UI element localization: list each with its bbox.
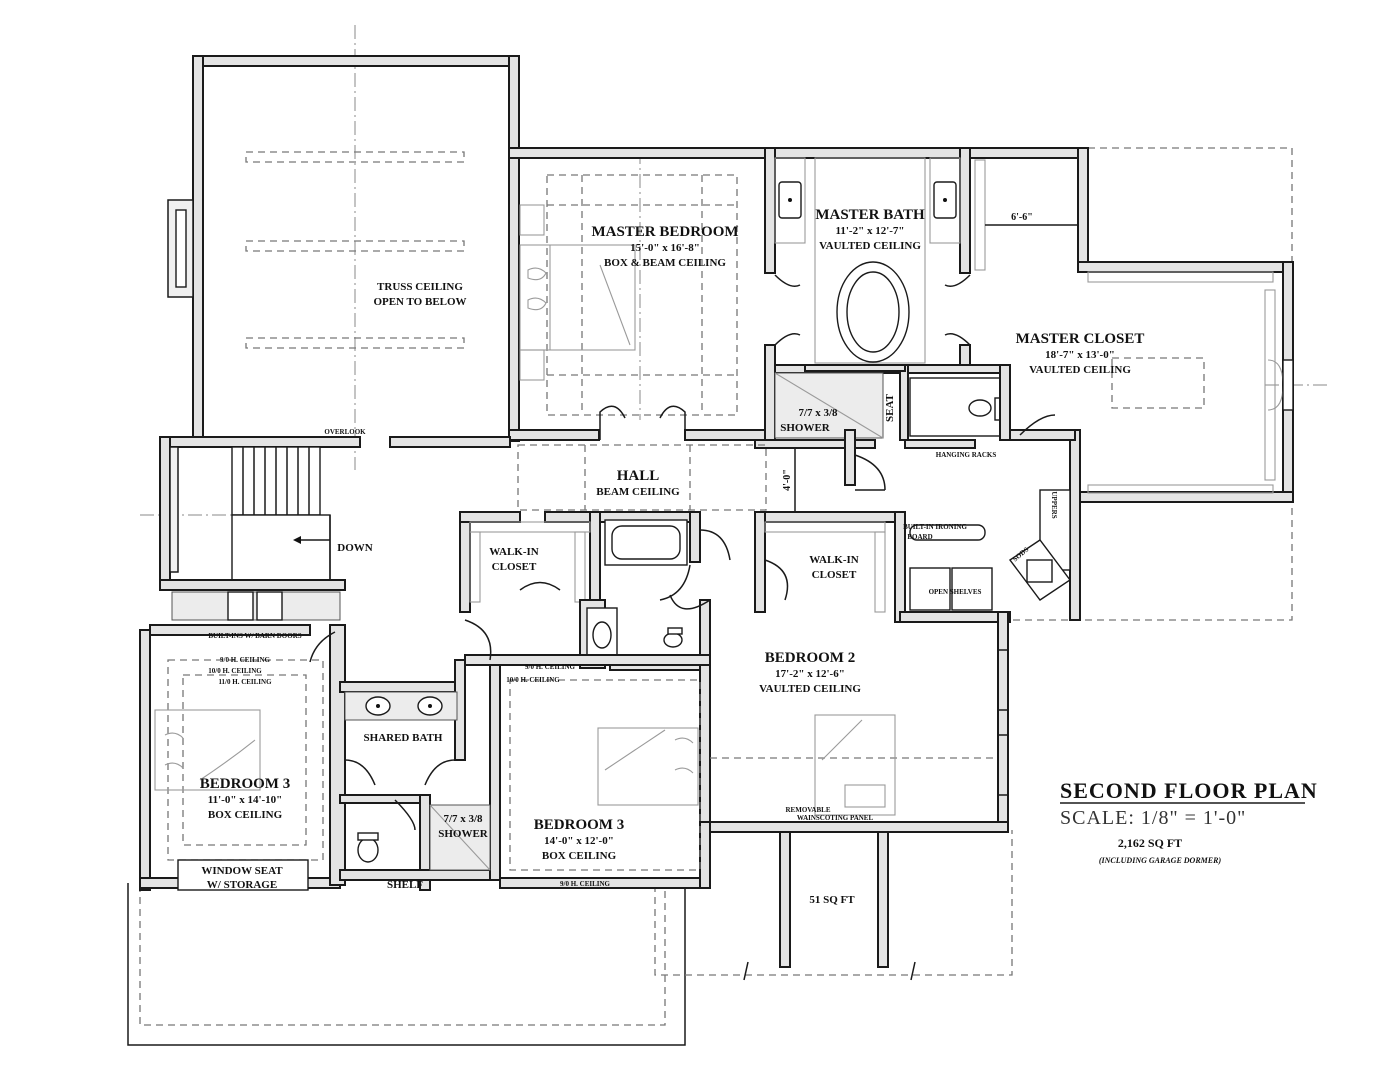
uppers-note: UPPERS: [1050, 491, 1058, 518]
plan-title: SECOND FLOOR PLAN: [1060, 778, 1318, 803]
truss-area: [167, 55, 520, 442]
shower-shared-line1: 7/7 x 3/8: [443, 813, 483, 825]
seat-note: SEAT: [884, 393, 896, 422]
hall-name: HALL: [617, 468, 660, 484]
shower-master-line2: SHOWER: [780, 422, 831, 434]
walkin-1-line2: CLOSET: [492, 561, 537, 573]
room-labels: TRUSS CEILING OPEN TO BELOW MASTER BEDRO…: [200, 207, 1145, 906]
shared-bath-walls: [339, 659, 501, 891]
bedroom3-left-size: 11'-0" x 14'-10": [208, 794, 283, 806]
shared-bath-name: SHARED BATH: [364, 732, 443, 744]
master-bath-ceiling: VAULTED CEILING: [819, 240, 921, 252]
closet-dimension: 6'-6": [1011, 212, 1033, 223]
plan-scale: SCALE: 1/8" = 1'-0": [1060, 807, 1246, 829]
plan-area-note: (INCLUDING GARAGE DORMER): [1099, 856, 1222, 865]
hall-dimension: 4'-0": [782, 469, 793, 491]
ironing-note-2: BOARD: [907, 533, 932, 541]
walkin-closet-1-walls: [459, 511, 731, 671]
bedroom3-center-walls: [464, 619, 711, 889]
plan-area: 2,162 SQ FT: [1118, 836, 1182, 850]
walkin-1-line1: WALK-IN: [489, 546, 539, 558]
roof-outlines: [127, 147, 1293, 1046]
bedroom3-left-ceiling: BOX CEILING: [208, 809, 283, 821]
walkin-2-line2: CLOSET: [812, 569, 857, 581]
bedroom3-center-size: 14'-0" x 12'-0": [544, 835, 614, 847]
master-bedroom-walls: [508, 147, 776, 441]
overlook-note: OVERLOOK: [324, 428, 366, 436]
master-closet-name: MASTER CLOSET: [1016, 331, 1145, 347]
bedroom3-left-name: BEDROOM 3: [200, 776, 290, 792]
master-bedroom-size: 15'-0" x 16'-8": [630, 242, 700, 254]
walkin-closet-2-walls: [754, 489, 1072, 833]
bedroom2-size: 17'-2" x 12'-6": [775, 668, 845, 680]
bedroom3-center-name: BEDROOM 3: [534, 817, 624, 833]
master-closet-ceiling: VAULTED CEILING: [1029, 364, 1131, 376]
master-bath-size: 11'-2" x 12'-7": [835, 225, 904, 237]
truss-label-2: OPEN TO BELOW: [373, 296, 466, 308]
master-closet-size: 18'-7" x 13'-0": [1045, 349, 1115, 361]
shower-master-line1: 7/7 x 3/8: [798, 407, 838, 419]
shelf-note: SHELF: [387, 879, 423, 891]
wainscot-note-2: WAINSCOTING PANEL: [797, 814, 874, 822]
master-bath-walls: [774, 147, 1011, 441]
bedroom2-name: BEDROOM 2: [765, 650, 855, 666]
ceil-9-center: 9/0 H. CEILING: [525, 663, 576, 671]
ironing-note-1: BUILT-IN IRONING: [903, 523, 967, 531]
stairs: [159, 436, 346, 591]
master-closet-walls: [969, 147, 1294, 621]
builtins-barn-note: BUILT-INS W/ BARN DOORS: [208, 632, 301, 640]
open-shelves-note: OPEN SHELVES: [929, 588, 982, 596]
hall-ceiling: BEAM CEILING: [596, 486, 680, 498]
down-note: DOWN: [337, 542, 373, 554]
dormer-label: 51 SQ FT: [809, 894, 855, 906]
bedroom3-left-walls: [139, 591, 346, 891]
master-bedroom-ceiling: BOX & BEAM CEILING: [604, 257, 726, 269]
shower-shared-line2: SHOWER: [438, 828, 489, 840]
window-seat-line2: W/ STORAGE: [207, 879, 277, 891]
bedroom2-ceiling: VAULTED CEILING: [759, 683, 861, 695]
ceil-9-left: 9/0 H. CEILING: [220, 656, 271, 664]
ceil-9-bottom: 9/0 H. CEILING: [560, 880, 611, 888]
title-block: SECOND FLOOR PLAN SCALE: 1/8" = 1'-0" 2,…: [1060, 778, 1318, 865]
walkin-2-line1: WALK-IN: [809, 554, 859, 566]
master-bedroom-name: MASTER BEDROOM: [591, 224, 738, 240]
bedroom3-center-ceiling: BOX CEILING: [542, 850, 617, 862]
ceil-10-center: 10/0 H. CEILING: [506, 676, 560, 684]
master-bath-name: MASTER BATH: [815, 207, 925, 223]
ceil-10-left: 10/0 H. CEILING: [208, 667, 262, 675]
hanging-racks-note: HANGING RACKS: [936, 451, 997, 459]
ceil-11-left: 11/0 H. CEILING: [218, 678, 272, 686]
notes: SEAT SHELF DOWN OVERLOOK HANGING RACKS B…: [208, 212, 1058, 891]
window-seat-line1: WINDOW SEAT: [201, 865, 283, 877]
truss-label-1: TRUSS CEILING: [377, 281, 463, 293]
wainscot-note-1: REMOVABLE: [786, 806, 831, 814]
